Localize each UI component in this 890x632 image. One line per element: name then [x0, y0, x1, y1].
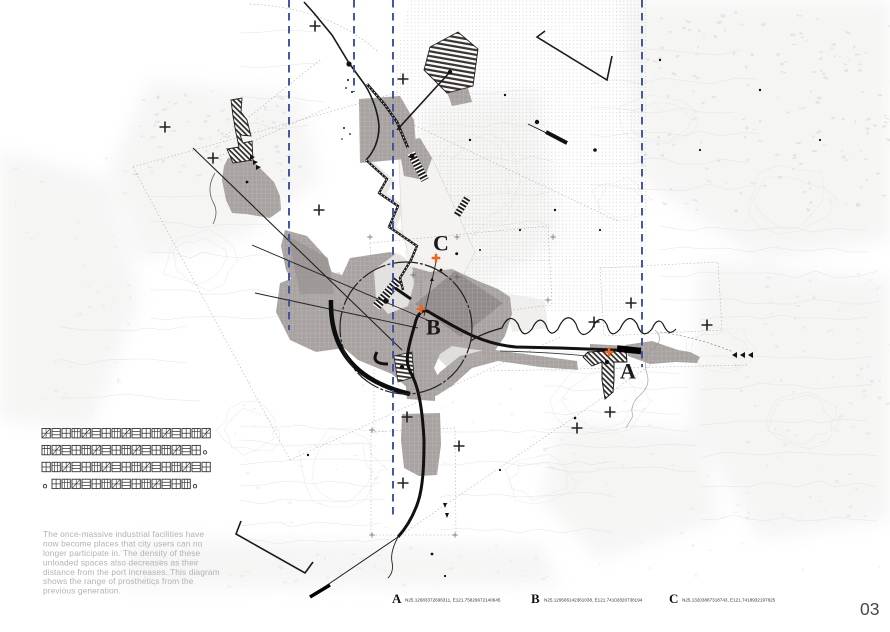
- svg-text:N25.13203887318743, E121.74189: N25.13203887318743, E121.7418932197825: [682, 598, 776, 603]
- svg-text:C: C: [669, 591, 678, 606]
- svg-text:N25.129506142361038, E121.7410: N25.129506142361038, E121.74102820738194: [544, 598, 643, 603]
- svg-text:A: A: [620, 359, 636, 384]
- svg-text:A: A: [392, 591, 402, 606]
- svg-text:previous generation.: previous generation.: [43, 586, 121, 596]
- svg-text:B: B: [531, 591, 540, 606]
- svg-text:N25.12683372696311, E121.75829: N25.12683372696311, E121.75829672140645: [405, 598, 501, 603]
- svg-text:B: B: [426, 315, 441, 340]
- svg-text:C: C: [433, 231, 449, 256]
- svg-text:03: 03: [860, 599, 879, 619]
